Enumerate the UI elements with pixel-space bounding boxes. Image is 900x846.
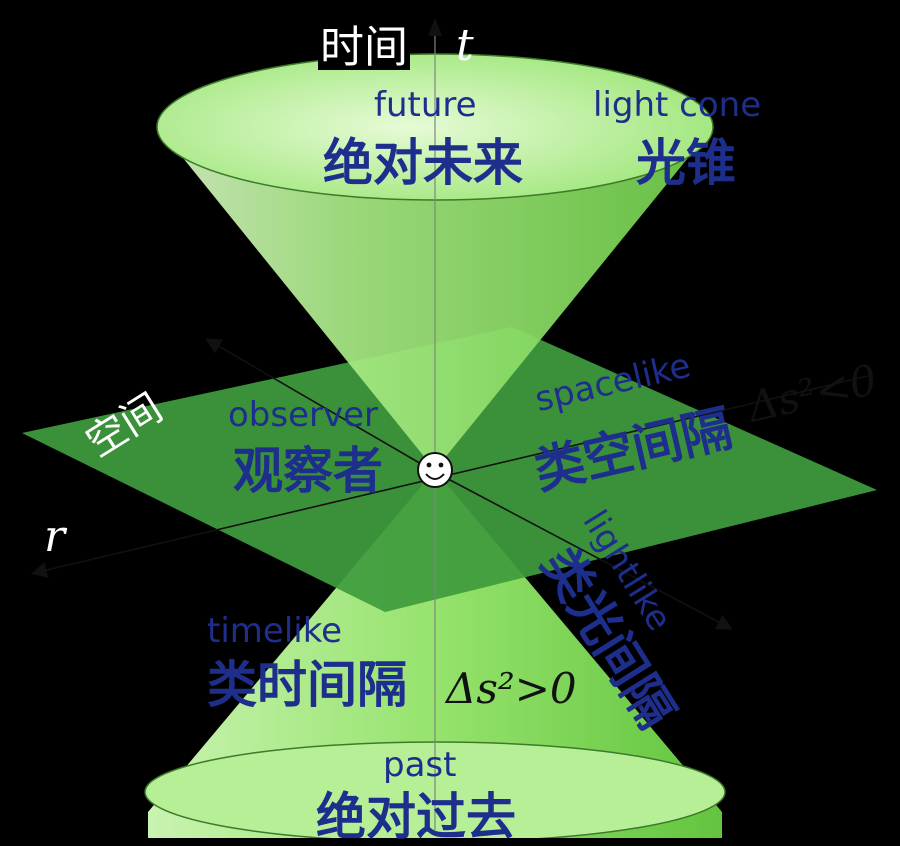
past-label-zh: 绝对过去 (316, 788, 516, 846)
observer-label-zh: 观察者 (233, 442, 383, 500)
time-axis-label-zh: 时间 (318, 22, 410, 73)
smiley-face-icon (417, 452, 453, 488)
lightcone-label: light cone (593, 85, 762, 125)
time-axis-label-t: t (456, 20, 474, 71)
space-axis (205, 338, 436, 473)
observer-label: observer (228, 395, 379, 435)
lightlike-axis (434, 471, 733, 630)
future-label: future (374, 85, 477, 125)
time-axis-arrow-icon (428, 18, 442, 36)
lightcone-label-zh: 光锥 (636, 134, 736, 192)
past-label: past (383, 745, 457, 785)
timelike-formula: Δs²>0 (446, 664, 577, 713)
timelike-label: timelike (207, 611, 343, 651)
r-axis-label: r (44, 511, 66, 562)
future-label-zh: 绝对未来 (323, 134, 523, 192)
timelike-label-zh: 类时间隔 (207, 656, 407, 714)
